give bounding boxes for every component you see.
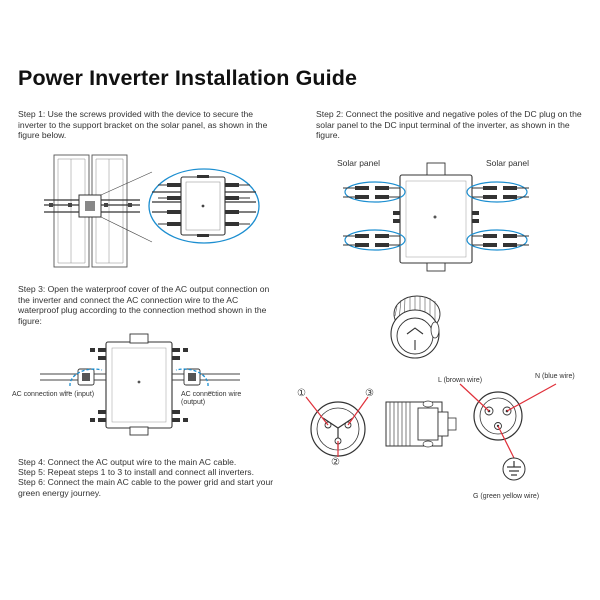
- pin-3-label: ③: [365, 388, 374, 399]
- l-wire-label: L (brown wire): [438, 377, 483, 384]
- step-4-text: Step 4: Connect the AC output wire to th…: [18, 457, 237, 467]
- step-3-text: Step 3: Open the waterproof cover of the…: [18, 284, 270, 326]
- ac-connection-figure: [40, 333, 240, 436]
- step-6-text: Step 6: Connect the main AC cable to the…: [18, 477, 274, 498]
- solar-panel-label-right: Solar panel: [486, 158, 530, 168]
- step-1-text: Step 1: Use the screws provided with the…: [18, 109, 268, 141]
- step-5-text: Step 5: Repeat steps 1 to 3 to install a…: [18, 467, 254, 477]
- ac-plug-figure: [390, 295, 441, 359]
- ac-output-label-line2: (output): [181, 399, 206, 406]
- dc-connection-figure: [343, 162, 529, 272]
- plug-side-figure: [385, 400, 457, 448]
- wiring-diagram: [459, 383, 557, 481]
- pin-1-label: ①: [297, 388, 306, 399]
- solar-panel-mount-figure: [44, 154, 260, 268]
- g-wire-label: G (green yellow wire): [473, 493, 540, 500]
- ac-input-label: AC connection wire (input): [12, 391, 95, 398]
- page-title: Power Inverter Installation Guide: [18, 66, 358, 90]
- solar-panel-label-left: Solar panel: [337, 158, 381, 168]
- ac-output-label-line1: AC connection wire: [181, 391, 242, 398]
- pin-diagram: [305, 396, 369, 457]
- n-wire-label: N (blue wire): [535, 373, 575, 380]
- step-2-text: Step 2: Connect the positive and negativ…: [316, 109, 582, 141]
- pin-2-label: ②: [331, 457, 340, 468]
